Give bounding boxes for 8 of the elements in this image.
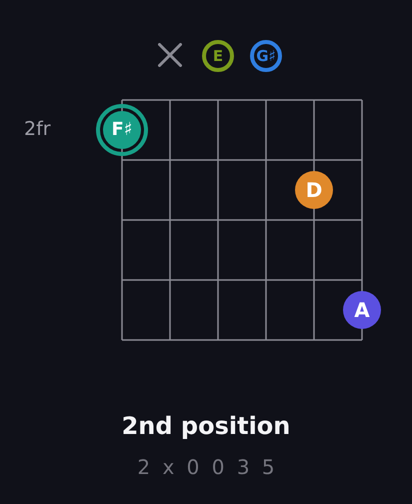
open-string-marker: G♯ <box>250 40 282 72</box>
finger-dot: D <box>295 171 333 209</box>
chord-position-title: 2nd position <box>122 412 290 440</box>
root-note-dot: F♯ <box>96 104 148 156</box>
finger-dot: A <box>343 291 381 329</box>
fingering-text: 2 x 0 0 3 5 <box>137 455 278 479</box>
open-string-marker: E <box>202 40 234 72</box>
fret-number: 2fr <box>24 118 51 140</box>
